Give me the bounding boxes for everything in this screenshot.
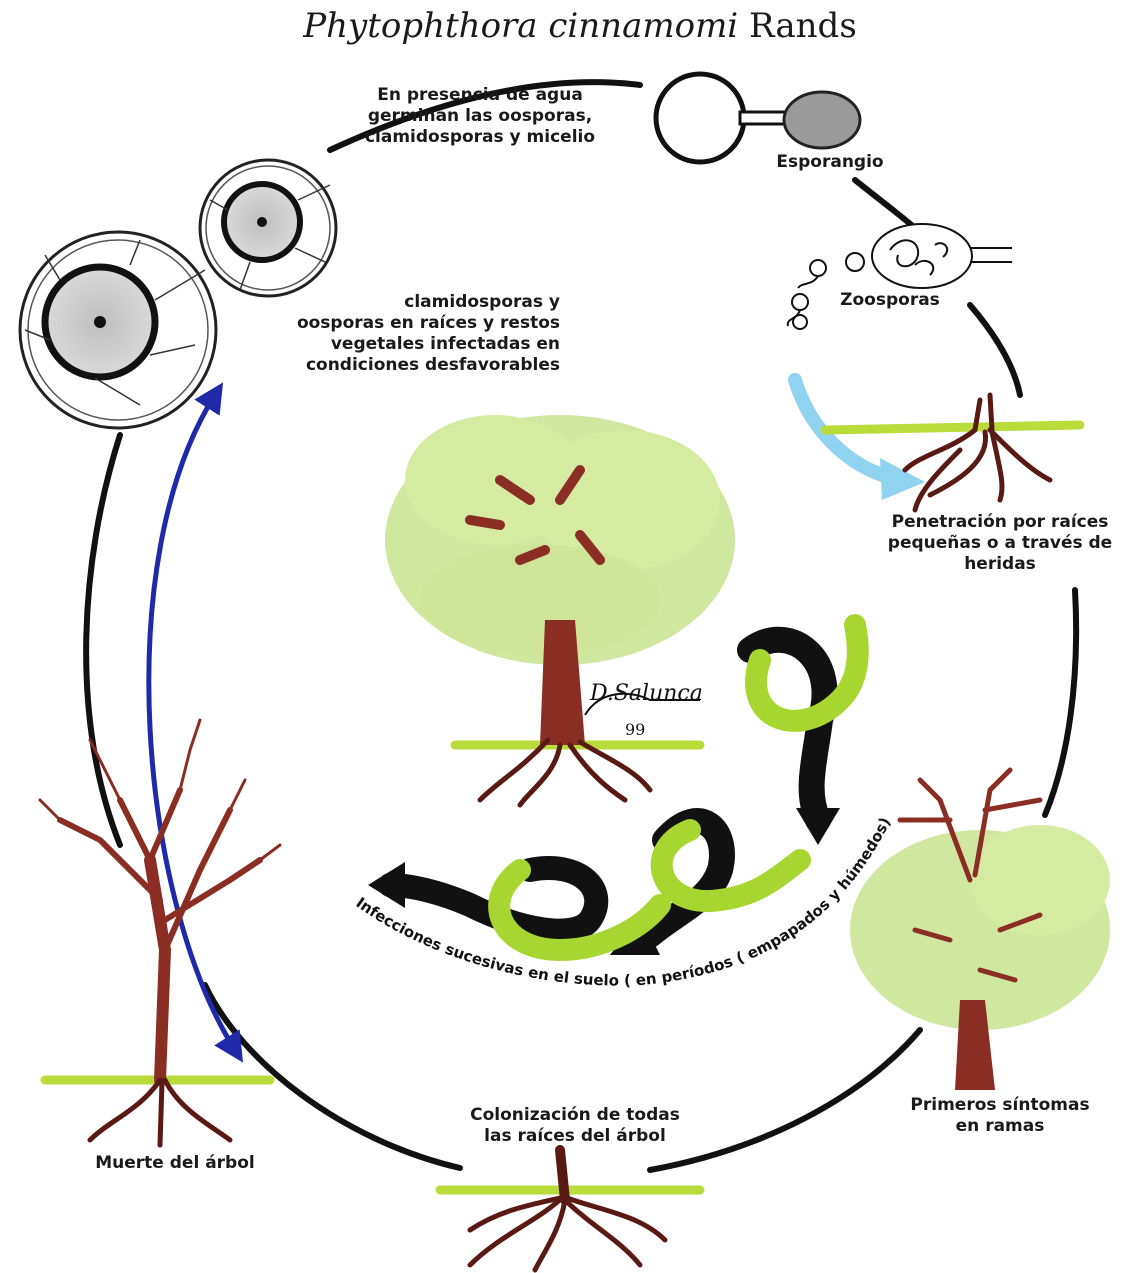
colonization-label: Colonización de todas las raíces del árb… bbox=[425, 1105, 725, 1147]
diagram-title: Phytophthora cinnamomi Rands bbox=[300, 6, 860, 46]
swirl-arrow-1 bbox=[796, 808, 840, 845]
signature-text: D.Salunca bbox=[589, 681, 703, 706]
penetration-label: Penetración por raíces pequeñas o a trav… bbox=[860, 512, 1140, 575]
germination-label: En presencia de agua germinan las oospor… bbox=[330, 85, 630, 148]
symptomatic-tree bbox=[850, 770, 1110, 1090]
resting-spore-large bbox=[20, 232, 216, 428]
zoospores-label: Zoosporas bbox=[820, 290, 960, 311]
roots-penetration bbox=[905, 395, 1050, 510]
signature-year: 99 bbox=[625, 720, 645, 739]
sporangium-label: Esporangio bbox=[770, 152, 890, 173]
tree-death-label: Muerte del árbol bbox=[55, 1153, 295, 1174]
colonized-roots bbox=[470, 1150, 665, 1270]
resting-spores-label: clamidosporas y oosporas en raíces y res… bbox=[230, 292, 560, 376]
sporangium-icon bbox=[656, 74, 860, 162]
artist-signature: D.Salunca 99 bbox=[585, 681, 703, 739]
water-arrow-head bbox=[880, 458, 925, 500]
species-name: Phytophthora cinnamomi bbox=[303, 6, 738, 46]
resting-spore-small bbox=[200, 160, 336, 296]
species-author: Rands bbox=[749, 6, 857, 46]
first-symptoms-label: Primeros síntomas en ramas bbox=[870, 1095, 1130, 1137]
